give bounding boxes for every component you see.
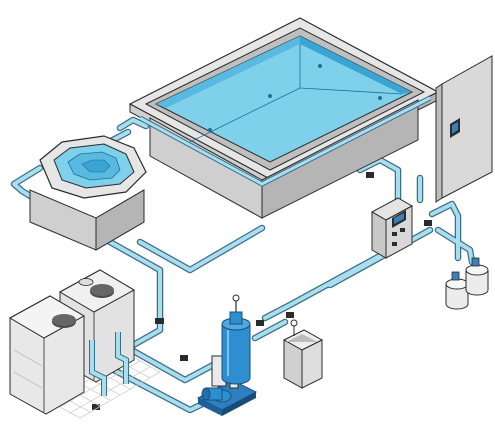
wall-panel-icon [435,55,493,203]
heat-exchanger-icon [282,319,324,389]
hot-tub-icon [29,135,147,251]
sand-filter-icon [221,294,251,385]
balance-tank-icon [8,269,161,419]
control-box-icon [370,197,414,259]
pipe-network [10,116,476,414]
chemical-tank-icon [445,257,489,310]
pool-icon [128,17,440,219]
